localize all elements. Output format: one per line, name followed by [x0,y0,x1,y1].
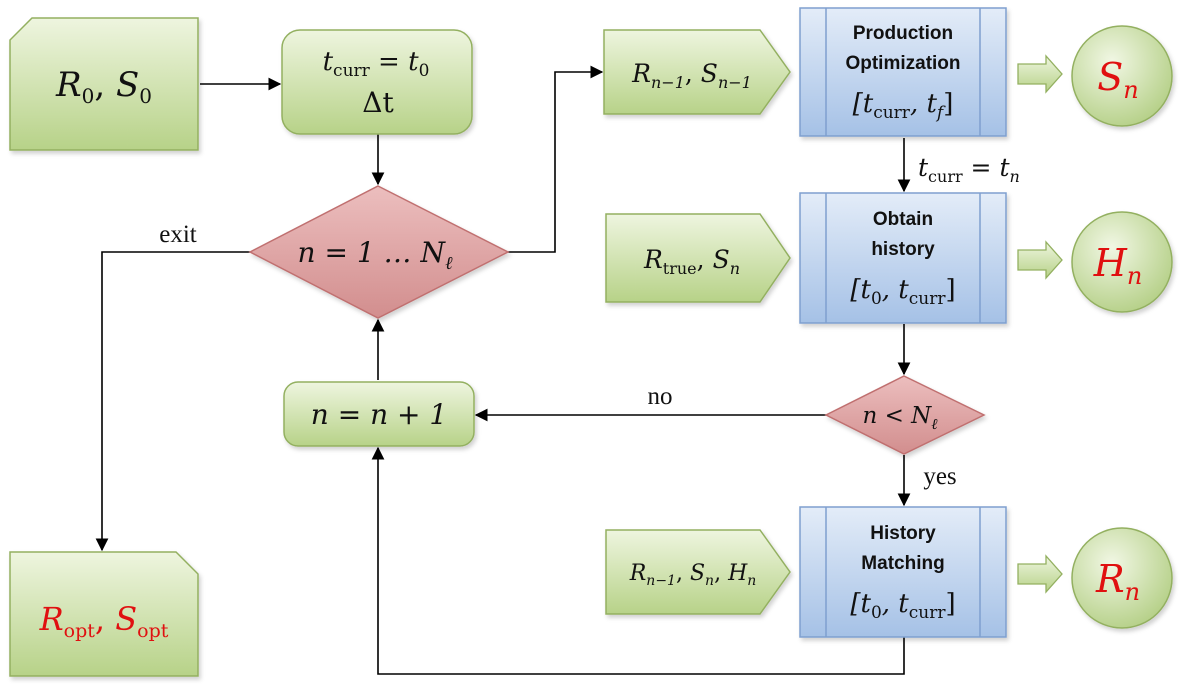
match-input-node [605,529,791,615]
final-output-node [9,551,199,677]
increment-text: n = n + 1 [311,398,447,431]
obtain-history-title2: history [871,239,935,260]
edges [95,65,911,675]
loop-decision-node [248,185,510,319]
final-output-text: Ropt, Sopt [39,600,169,642]
production-optimization-interval: [tcurr, tf] [853,89,954,123]
loop-decision-text: n = 1 … Nℓ [298,236,453,274]
history-output-arrow [1017,240,1063,280]
prod-input-node [603,29,791,115]
match-output-arrow [1017,554,1063,594]
prod-output-node [1071,25,1173,127]
prod-output-text: Sn [1097,55,1139,104]
prod-output-arrow [1017,54,1063,94]
init-line1: tcurr = t0 [323,47,430,81]
label-exit: exit [159,221,197,248]
match-output-text: Rn [1095,557,1140,606]
check-decision-node [824,375,986,455]
history-input-text: Rtrue, Sn [643,245,740,278]
history-matching-interval: [t0, tcurr] [850,589,955,623]
obtain-history-interval: [t0, tcurr] [850,275,955,309]
init-node [281,29,473,135]
history-output-node [1071,211,1173,313]
match-input-text: Rn−1, Sn, Hn [629,561,757,589]
history-output-text: Hn [1093,241,1143,290]
match-output-node [1071,527,1173,629]
production-optimization-node [799,7,1007,137]
label-yes: yes [923,463,956,490]
init-line2: Δt [362,86,394,119]
edge-loop-exit [95,251,250,552]
production-optimization-title1: Production [853,23,953,44]
label-no: no [648,383,673,410]
start-input-text: R0, S0 [55,65,152,108]
check-decision-text: n < Nℓ [862,403,937,433]
edge-match-to-increment [371,446,905,675]
history-matching-node [799,506,1007,638]
history-input-node [605,213,791,303]
obtain-history-title1: Obtain [873,209,933,230]
increment-node [283,381,475,447]
obtain-history-node [799,192,1007,324]
history-matching-title1: History [870,523,936,544]
history-matching-title2: Matching [861,553,944,574]
prod-input-text: Rn−1, Sn−1 [631,59,752,92]
production-optimization-title2: Optimization [845,53,960,74]
start-input-node [9,17,199,151]
edge-loop-to-prod-input [508,65,604,253]
label-time-update: tcurr = tn [918,153,1020,186]
